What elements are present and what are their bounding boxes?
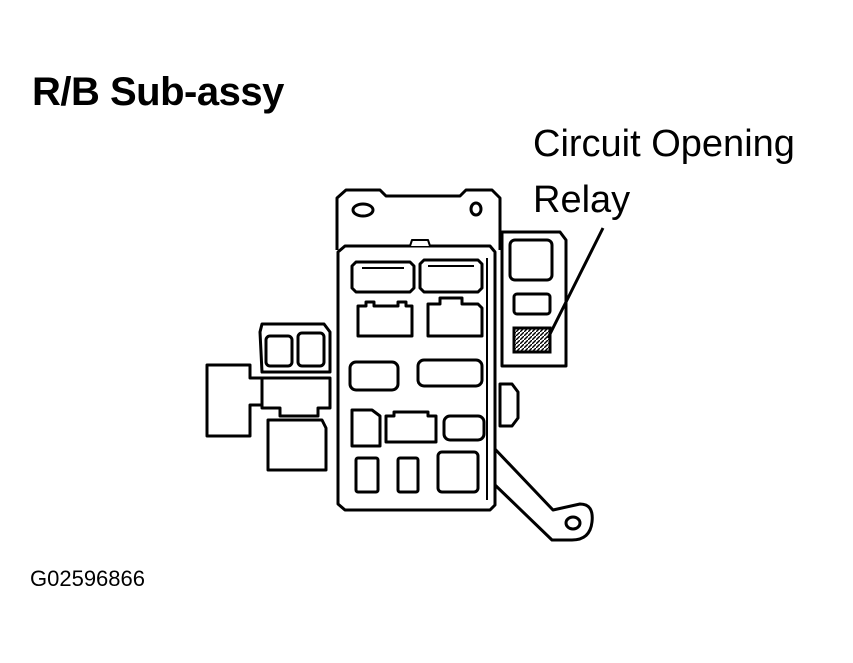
left-connector-middle: [260, 376, 332, 418]
main-box-top-notch: [409, 239, 431, 247]
callout-line-2: Relay: [533, 179, 631, 221]
fuse-socket-r5c3: [436, 450, 480, 494]
page-title: R/B Sub-assy: [32, 70, 284, 114]
callout-leader-line: [546, 227, 605, 339]
callout-label: Circuit Opening Relay: [533, 116, 795, 228]
top-mounting-tab: [335, 188, 502, 250]
left-connector-lower: [266, 418, 328, 472]
left-side-plate: [205, 363, 264, 438]
fuse-socket-r5c2: [396, 456, 420, 494]
bottom-bracket: [492, 446, 594, 542]
fuse-socket-r4c2: [384, 410, 438, 444]
mounting-hole-left: [351, 202, 375, 218]
fuse-socket-r4c1: [350, 408, 382, 448]
right-side-tab: [498, 382, 520, 428]
fuse-socket-r2c2: [426, 296, 484, 338]
fuse-socket-r2c1: [356, 300, 414, 338]
circuit-opening-relay: [512, 326, 552, 354]
fuse-socket-r3c1: [348, 360, 400, 392]
fuse-socket-r4c3: [442, 414, 486, 442]
figure-id: G02596866: [30, 566, 145, 591]
fuse-socket-r1c1: [350, 260, 416, 294]
right-relay-top: [508, 238, 554, 282]
left-socket-1: [264, 334, 294, 368]
left-socket-2: [296, 331, 326, 368]
right-relay-small: [512, 292, 552, 316]
fuse-socket-r3c2: [416, 358, 484, 388]
fuse-socket-r5c1: [354, 456, 380, 494]
fuse-socket-r1c2: [418, 258, 484, 294]
callout-line-1: Circuit Opening: [533, 123, 795, 165]
bracket-hole: [564, 515, 582, 531]
mounting-hole-right: [469, 201, 483, 217]
